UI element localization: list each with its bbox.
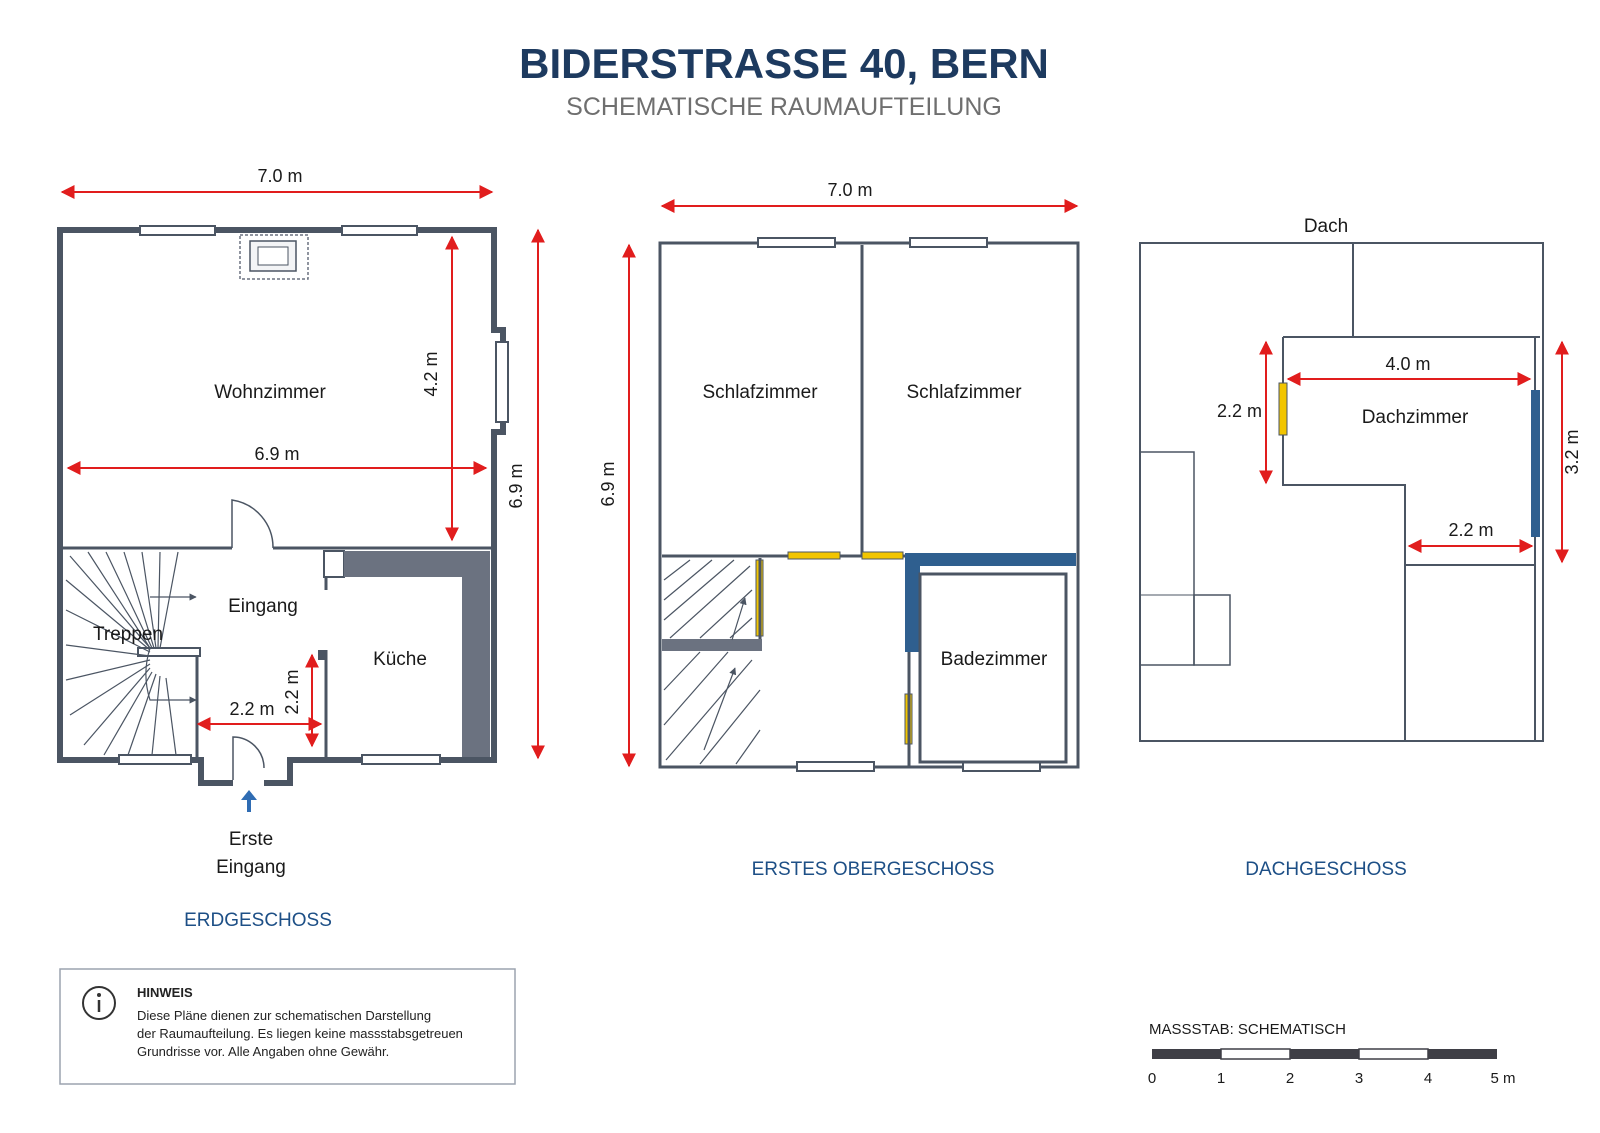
dim-first-depth: 6.9 m bbox=[598, 461, 618, 506]
window bbox=[341, 225, 418, 236]
door-swing bbox=[231, 499, 274, 549]
page-subtitle: SCHEMATISCHE RAUMAUFTEILUNG bbox=[566, 93, 1002, 121]
entry-note-line2: Eingang bbox=[216, 857, 286, 878]
ground-outer-wall bbox=[57, 227, 506, 786]
scale-tick: 3 bbox=[1355, 1070, 1363, 1087]
attic-wall-blue bbox=[1531, 390, 1540, 537]
floor-label-attic: DACHGESCHOSS bbox=[1245, 859, 1407, 880]
door-jamb bbox=[318, 650, 327, 660]
floor-label-ground: ERDGESCHOSS bbox=[184, 910, 332, 931]
dim-entrance-width: 2.2 m bbox=[229, 699, 274, 719]
scale-bar: MASSSTAB: SCHEMATISCH 0 1 2 3 4 5 m bbox=[1148, 1021, 1516, 1087]
first-floor-plan: 7.0 m 6.9 m Schlafzimmer Schlafzimmer Ba… bbox=[598, 180, 1080, 880]
room-label-entrance: Eingang bbox=[228, 596, 298, 617]
attic-plan: Dach 4.0 m 2.2 m 3.2 m 2.2 m Dachzimmer … bbox=[1139, 216, 1582, 880]
first-outer-wall bbox=[658, 241, 1080, 769]
scale-tick: 0 bbox=[1148, 1070, 1156, 1087]
dim-living-height: 4.2 m bbox=[421, 351, 441, 396]
room-label-living: Wohnzimmer bbox=[214, 382, 326, 403]
bathroom-wall bbox=[918, 572, 1068, 764]
staircase bbox=[65, 551, 197, 756]
door bbox=[861, 551, 904, 560]
attic-room-wall bbox=[1282, 337, 1406, 741]
dim-attic-room-width: 4.0 m bbox=[1385, 354, 1430, 374]
ground-floor-plan: 7.0 m 4.2 m 6.9 m 6.9 m 2.2 m 2.2 m Wohn… bbox=[57, 166, 545, 931]
kitchen-counter bbox=[344, 551, 490, 757]
scale-title: MASSSTAB: SCHEMATISCH bbox=[1149, 1021, 1346, 1038]
room-label-kitchen: Küche bbox=[373, 649, 427, 670]
room-label-attic: Dachzimmer bbox=[1362, 407, 1469, 428]
scale-tick: 4 bbox=[1424, 1070, 1432, 1087]
stair-landing bbox=[662, 639, 762, 651]
fireplace-icon bbox=[239, 234, 309, 280]
room-label-bathroom: Badezimmer bbox=[941, 649, 1048, 670]
room-label-bedroom-right: Schlafzimmer bbox=[906, 382, 1022, 403]
dim-total-depth: 6.9 m bbox=[506, 463, 526, 508]
room-label-bedroom-left: Schlafzimmer bbox=[702, 382, 818, 403]
window bbox=[139, 225, 216, 236]
notice-box: HINWEIS Diese Pläne dienen zur schematis… bbox=[59, 968, 516, 1085]
dim-entrance-height: 2.2 m bbox=[282, 669, 302, 714]
scale-tick: 5 m bbox=[1490, 1070, 1515, 1087]
bathroom-wall-blue bbox=[905, 553, 1076, 652]
page-title: BIDERSTRASSE 40, BERN bbox=[519, 40, 1049, 87]
entry-note-line1: Erste bbox=[229, 829, 273, 850]
entry-door-swing bbox=[232, 736, 265, 783]
dim-attic-right-height: 3.2 m bbox=[1562, 429, 1582, 474]
scale-tick: 2 bbox=[1286, 1070, 1294, 1087]
floor-label-first: ERSTES OBERGESCHOSS bbox=[752, 859, 995, 880]
window bbox=[118, 754, 192, 765]
staircase bbox=[663, 559, 761, 765]
notice-heading: HINWEIS bbox=[137, 985, 193, 1000]
window bbox=[796, 761, 875, 772]
dim-living-width: 6.9 m bbox=[254, 444, 299, 464]
kitchen-column bbox=[323, 550, 345, 578]
scale-tick: 1 bbox=[1217, 1070, 1225, 1087]
roof-label: Dach bbox=[1304, 216, 1348, 237]
dim-attic-left-height: 2.2 m bbox=[1217, 401, 1262, 421]
dim-top-width: 7.0 m bbox=[257, 166, 302, 186]
notice-line: der Raumaufteilung. Es liegen keine mass… bbox=[137, 1026, 463, 1041]
dim-attic-lower-width: 2.2 m bbox=[1448, 520, 1493, 540]
notice-line: Diese Pläne dienen zur schematischen Dar… bbox=[137, 1008, 431, 1023]
dim-first-width: 7.0 m bbox=[827, 180, 872, 200]
window bbox=[757, 237, 836, 248]
roof-window bbox=[1278, 382, 1288, 436]
entry-arrow-icon bbox=[241, 790, 257, 812]
window bbox=[495, 341, 509, 423]
storage-unit bbox=[1193, 594, 1231, 666]
window bbox=[361, 754, 441, 765]
room-label-stairs: Treppen bbox=[93, 624, 163, 645]
info-icon bbox=[82, 986, 116, 1020]
window bbox=[909, 237, 988, 248]
storage-unit bbox=[1139, 451, 1195, 666]
attic-outline bbox=[1139, 242, 1544, 742]
notice-line: Grundrisse vor. Alle Angaben ohne Gewähr… bbox=[137, 1044, 389, 1059]
door bbox=[787, 551, 841, 560]
stair-landing bbox=[137, 647, 201, 657]
